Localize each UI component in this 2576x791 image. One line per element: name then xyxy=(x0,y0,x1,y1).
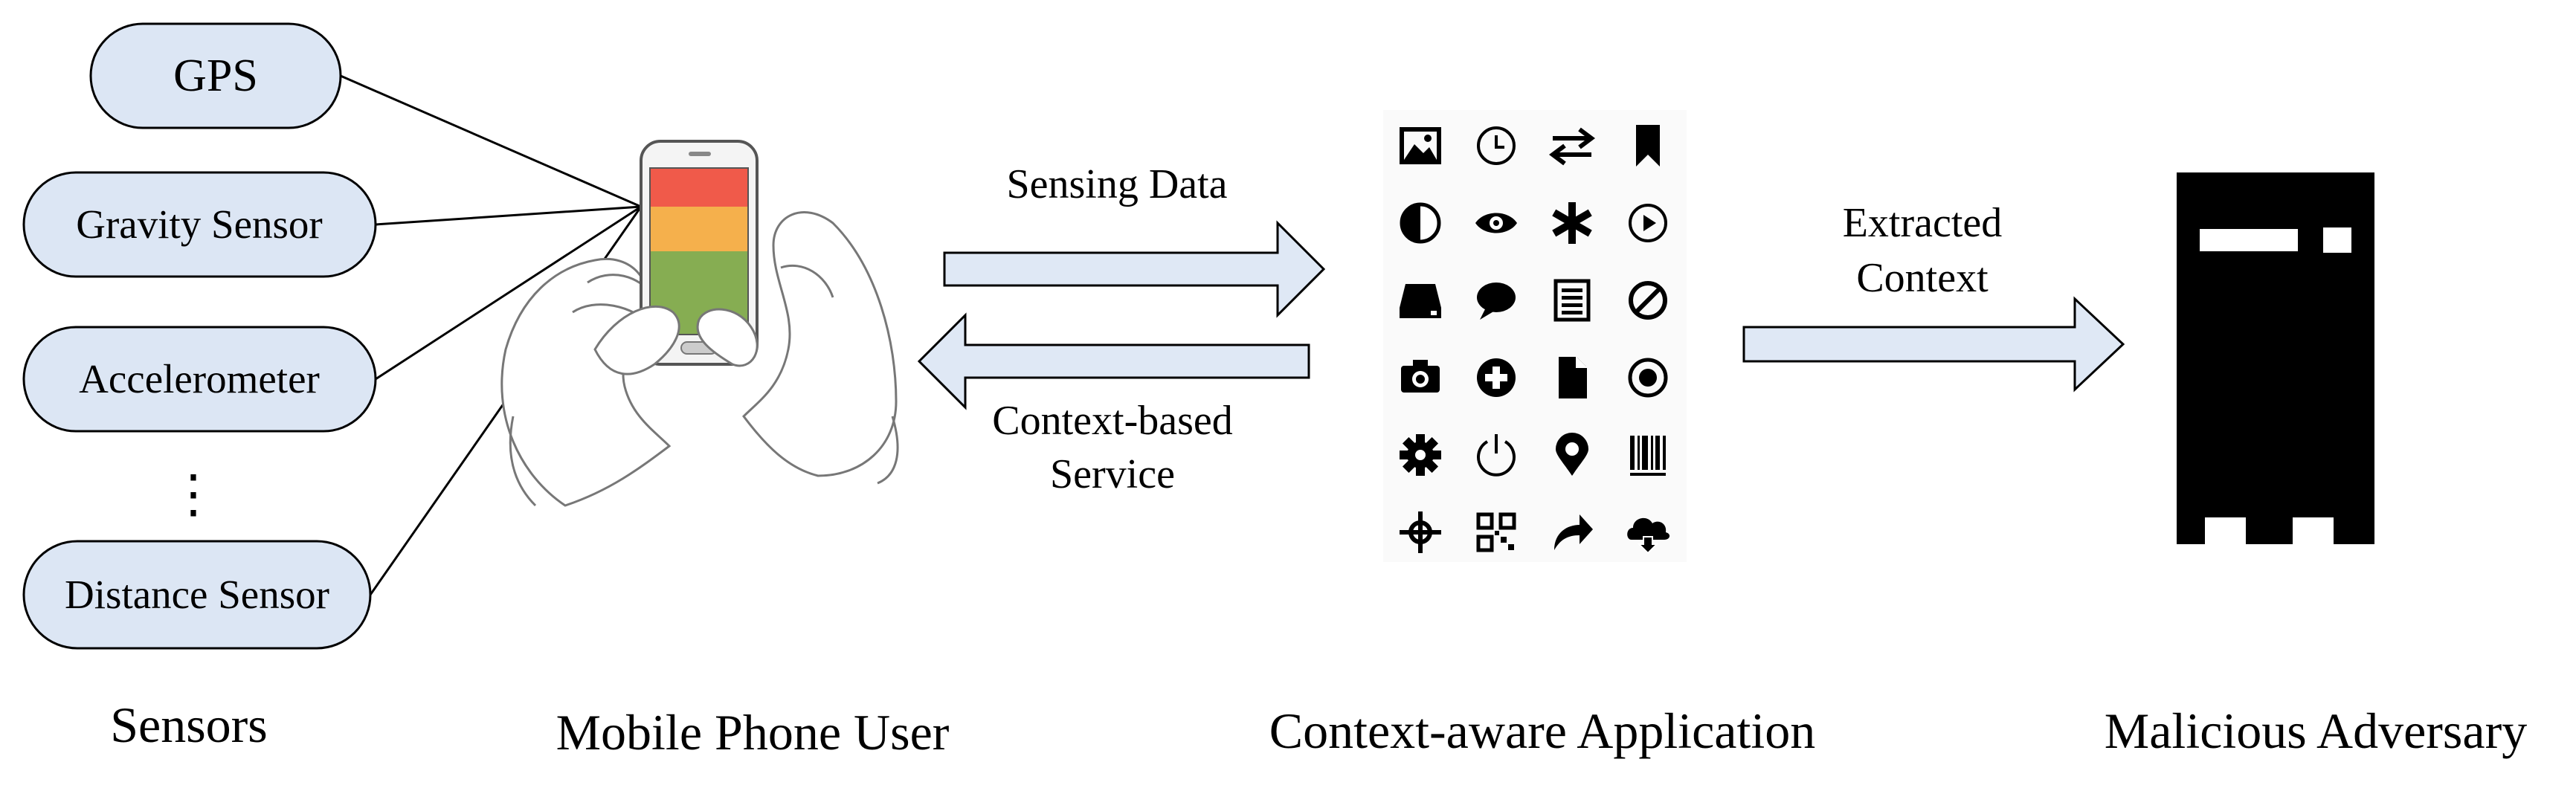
camera-icon xyxy=(1401,360,1440,393)
extracted-context-label-line2: Context xyxy=(1856,255,1989,301)
record-icon xyxy=(1628,358,1668,398)
sensor-gravity-label: Gravity Sensor xyxy=(76,201,322,247)
eye-icon xyxy=(1475,213,1517,233)
sensing-data-arrow xyxy=(943,220,1326,318)
crosshair-icon xyxy=(1400,511,1441,553)
cloud-download-icon xyxy=(1627,517,1670,555)
no-entry-icon xyxy=(1629,281,1667,320)
server-slot xyxy=(2200,229,2298,251)
server-light xyxy=(2323,227,2351,253)
right-hand xyxy=(742,211,898,477)
context-service-label-line1: Context-based xyxy=(992,398,1232,444)
share-arrow-icon xyxy=(1554,514,1593,550)
caption-mobile-phone-user: Mobile Phone User xyxy=(556,704,950,761)
clock-icon xyxy=(1477,126,1516,165)
caption-malicious-adversary: Malicious Adversary xyxy=(2105,703,2527,759)
bookmark-icon xyxy=(1636,125,1660,167)
phone-in-hands-illustration xyxy=(500,140,899,507)
asterisk-icon xyxy=(1552,202,1592,244)
image-icon xyxy=(1400,127,1441,164)
extracted-context-arrow xyxy=(1742,296,2125,393)
drive-icon xyxy=(1400,284,1441,318)
contrast-icon xyxy=(1400,202,1441,244)
barcode-icon xyxy=(1630,436,1666,476)
right-thumb xyxy=(696,308,759,367)
gear-icon xyxy=(1400,434,1441,476)
sensor-gps-label: GPS xyxy=(173,51,258,101)
plus-circle-icon xyxy=(1477,358,1516,397)
left-thumb xyxy=(593,305,680,375)
sensor-ellipsis: ⋮ xyxy=(167,466,219,523)
caption-context-aware-application: Context-aware Application xyxy=(1269,703,1816,759)
extracted-context-label-line1: Extracted xyxy=(1843,200,2003,246)
play-circle-icon xyxy=(1629,204,1667,242)
server-body xyxy=(2177,172,2374,544)
sensor-accelerometer-label: Accelerometer xyxy=(79,356,320,401)
sensing-data-label: Sensing Data xyxy=(1006,161,1227,207)
sensor-accelerometer: Accelerometer xyxy=(22,326,377,433)
context-service-label-line2: Service xyxy=(1050,451,1175,497)
qr-code-icon xyxy=(1476,512,1516,552)
caption-sensors: Sensors xyxy=(110,697,268,753)
sensor-distance-label: Distance Sensor xyxy=(65,572,329,617)
chat-bubble-icon xyxy=(1477,282,1516,320)
document-icon xyxy=(1559,357,1587,398)
app-icon-grid xyxy=(1383,110,1687,562)
sensor-distance: Distance Sensor xyxy=(22,540,372,650)
phone-screen-orange xyxy=(650,207,748,251)
sensor-gps: GPS xyxy=(89,22,342,129)
swap-arrows-icon xyxy=(1549,127,1595,166)
list-icon xyxy=(1553,279,1591,322)
context-service-arrow xyxy=(917,312,1310,410)
power-icon xyxy=(1477,434,1516,477)
server-icon xyxy=(2177,172,2374,544)
location-pin-icon xyxy=(1556,433,1588,476)
sensor-gravity: Gravity Sensor xyxy=(22,171,377,278)
phone-screen-red xyxy=(650,168,748,207)
